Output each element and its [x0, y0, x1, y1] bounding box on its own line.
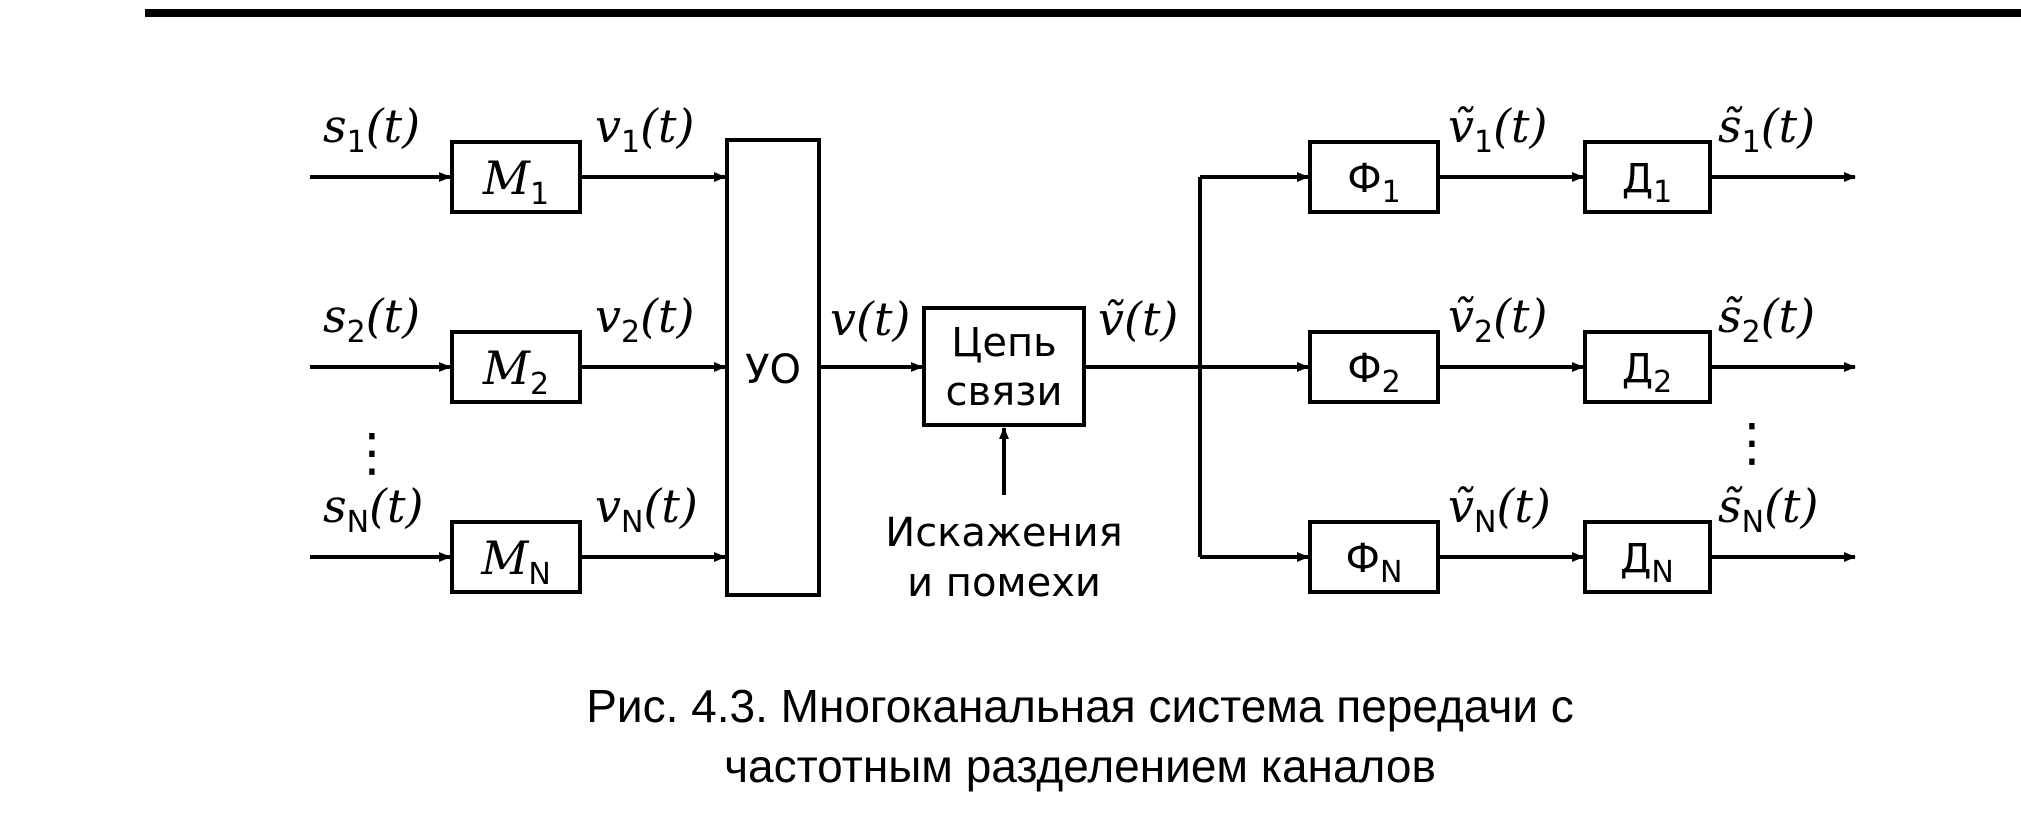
modulator-n-label: MN — [480, 531, 551, 592]
input-label-2: s2(t) — [323, 289, 420, 350]
filter-1-label: Ф1 — [1347, 156, 1401, 210]
output-label-1: s̃1(t) — [1718, 99, 1815, 160]
input-label-n: sN(t) — [323, 479, 423, 540]
figure-caption-line1: Рис. 4.3. Многоканальная система передач… — [586, 680, 1574, 732]
filtered-label-n: ṽN(t) — [1448, 479, 1551, 540]
modulator-2-label: M2 — [482, 341, 549, 402]
output-ellipsis: ⋮ — [1726, 413, 1778, 473]
interference-label-line1: Искажения — [885, 510, 1122, 556]
receiver-row-2: Ф2 ṽ2(t) Д2 s̃2(t) — [1200, 289, 1856, 404]
filter-n-block — [1308, 520, 1440, 594]
interference-label-line2: и помехи — [907, 560, 1101, 606]
modulated-label-1: v1(t) — [595, 99, 694, 160]
channel-label-line1: Цепь — [951, 320, 1056, 366]
group-signal-label: v(t) — [830, 292, 910, 346]
filter-2-label: Ф2 — [1347, 346, 1401, 400]
filtered-label-1: ṽ1(t) — [1448, 99, 1547, 160]
input-ellipsis: ⋮ — [346, 423, 398, 483]
detector-1-label: Д1 — [1622, 156, 1672, 210]
receiver-row-1: Ф1 ṽ1(t) Д1 s̃1(t) — [1200, 99, 1856, 214]
filter-n-label: ФN — [1346, 536, 1403, 590]
combiner-block — [725, 138, 821, 597]
channel-row-n: sN(t) MN vN(t) — [310, 479, 726, 594]
receiver-row-n: ФN ṽN(t) ДN s̃N(t) — [1200, 479, 1856, 594]
modulator-1-label: M1 — [482, 151, 549, 212]
channel-row-1: s1(t) M1 v1(t) — [310, 99, 726, 214]
output-label-2: s̃2(t) — [1718, 289, 1815, 350]
figure-caption-line2: частотным разделением каналов — [724, 740, 1436, 792]
channel-label-line2: связи — [946, 369, 1063, 415]
filter-2-block — [1308, 330, 1440, 404]
channel-row-2: s2(t) M2 v2(t) — [310, 289, 726, 404]
modulated-label-2: v2(t) — [595, 289, 694, 350]
output-label-n: s̃N(t) — [1718, 479, 1818, 540]
modulator-n-block — [450, 520, 582, 594]
detector-2-block — [1583, 330, 1712, 404]
combiner-label: УО — [745, 347, 801, 393]
filtered-label-2: ṽ2(t) — [1448, 289, 1547, 350]
input-label-1: s1(t) — [323, 99, 420, 160]
detector-n-label: ДN — [1620, 536, 1674, 590]
detector-2-label: Д2 — [1622, 346, 1672, 400]
received-signal-label: ṽ(t) — [1098, 292, 1178, 346]
filter-1-block — [1308, 140, 1440, 214]
modulated-label-n: vN(t) — [595, 479, 698, 540]
